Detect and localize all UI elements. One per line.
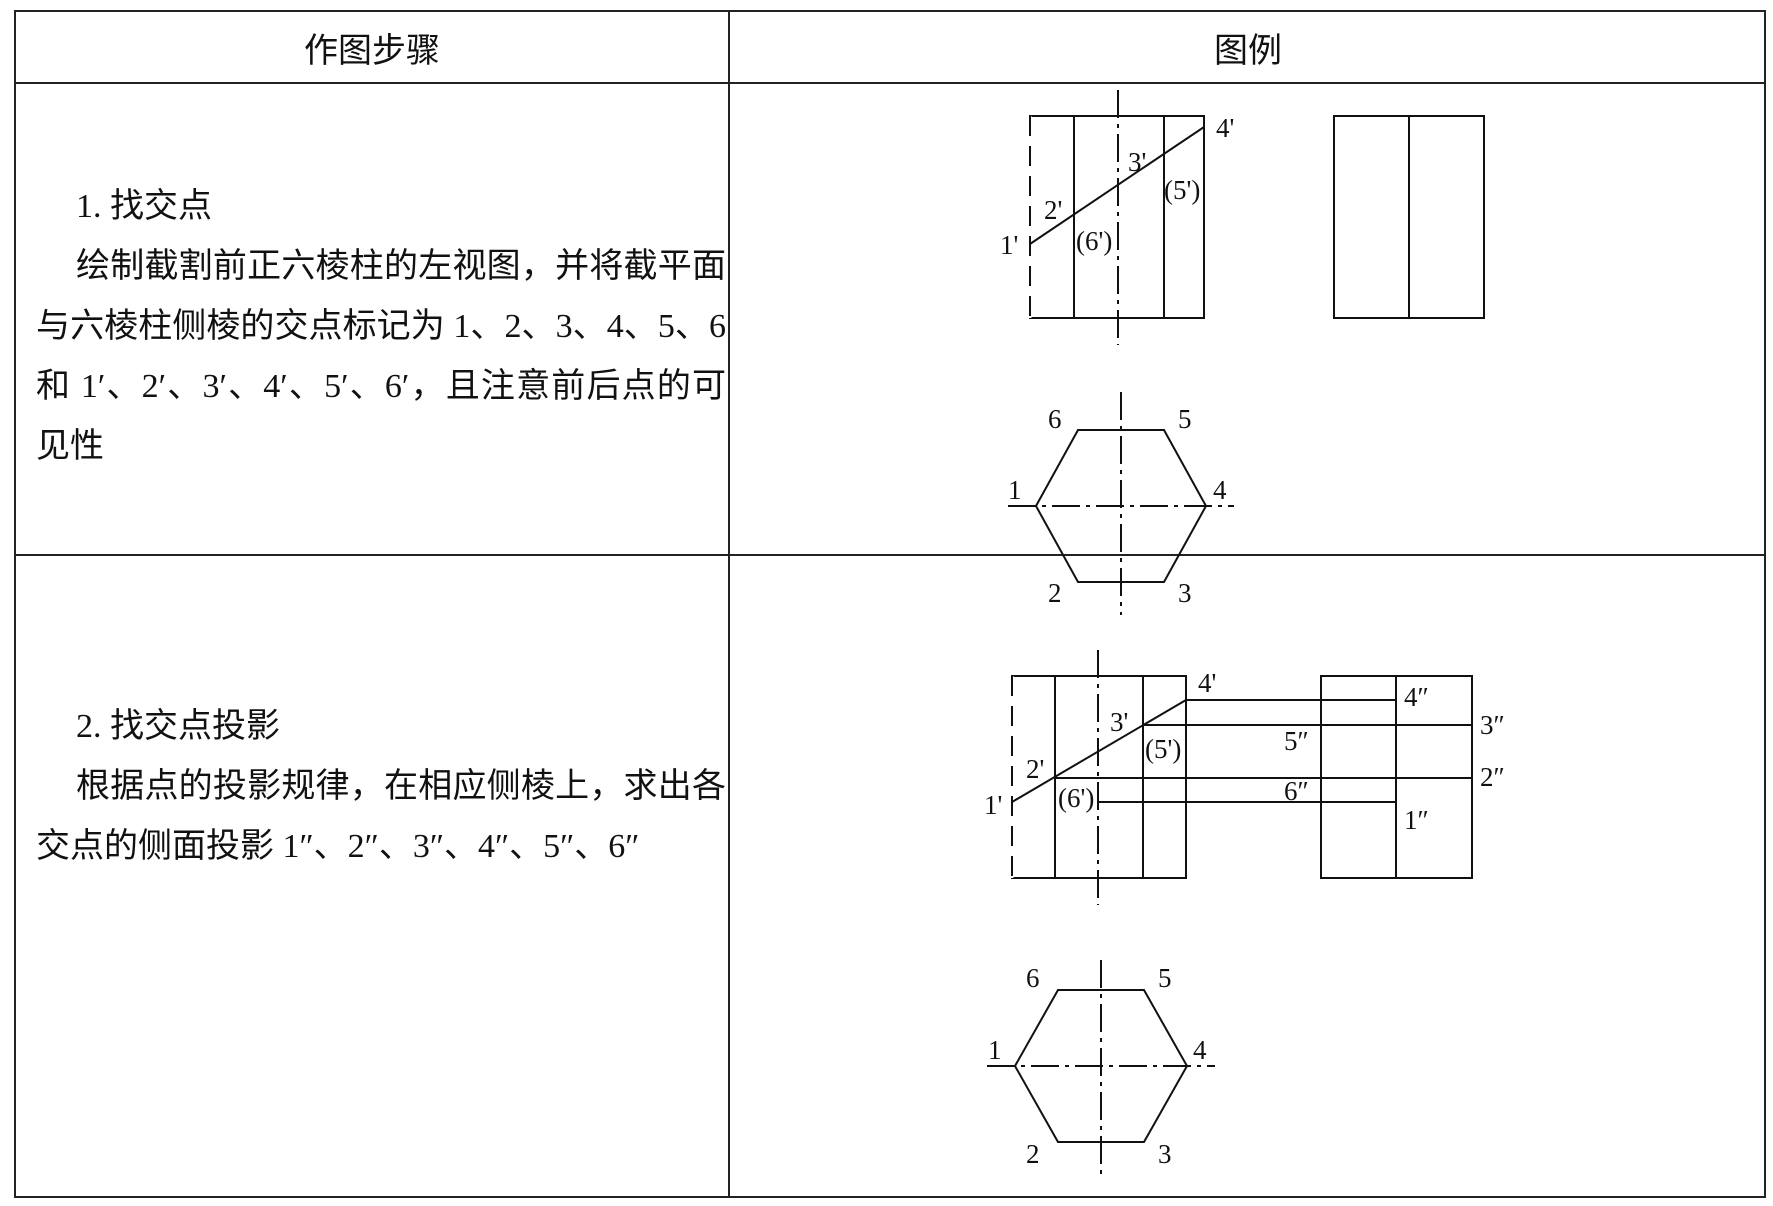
fig2-label-3pp: 3″ xyxy=(1480,710,1505,740)
fig1-top-label-2: 2 xyxy=(1048,578,1062,608)
step-2-title: 2. 找交点投影 xyxy=(76,708,280,745)
fig2-top-label-6: 6 xyxy=(1026,963,1040,993)
fig2-label-4p: 4' xyxy=(1198,668,1216,698)
fig2-label-1pp: 1″ xyxy=(1404,805,1429,835)
fig1-label-6p: (6') xyxy=(1076,226,1112,256)
fig1-front-view xyxy=(1028,90,1205,345)
step-1-body: 绘制截割前正六棱柱的左视图，并将截平面与六棱柱侧棱的交点标记为 1、2、3、4、… xyxy=(36,248,726,465)
fig1-top-view xyxy=(1008,392,1234,615)
fig2-label-4pp: 4″ xyxy=(1404,682,1429,712)
fig2-label-3p: 3' xyxy=(1110,707,1128,737)
fig1-side-view xyxy=(1333,115,1485,319)
fig2-label-6p: (6') xyxy=(1058,783,1094,813)
header-figures: 图例 xyxy=(1214,32,1282,70)
fig2-label-2p: 2' xyxy=(1026,754,1044,784)
fig1-top-label-4: 4 xyxy=(1213,475,1227,505)
fig2-top-label-4: 4 xyxy=(1193,1035,1207,1065)
fig2-top-label-2: 2 xyxy=(1026,1139,1040,1169)
fig2-label-1p: 1' xyxy=(984,790,1002,820)
fig1-label-4p: 4' xyxy=(1216,113,1234,143)
fig1-label-1p: 1' xyxy=(1000,230,1018,260)
fig2-top-label-1: 1 xyxy=(988,1035,1002,1065)
fig1-top-label-6: 6 xyxy=(1048,404,1062,434)
fig1-label-5p: (5') xyxy=(1164,175,1200,205)
construction-table: 作图步骤 图例 1. 找交点 绘制截割前正六棱柱的左视图，并将截平面与六棱柱侧棱… xyxy=(14,10,1766,1198)
fig2-cutting-line xyxy=(1011,699,1187,803)
header-divider xyxy=(16,82,1764,84)
fig2-label-5pp: 5″ xyxy=(1284,726,1309,756)
step-1-title: 1. 找交点 xyxy=(76,188,212,225)
fig1-label-2p: 2' xyxy=(1044,195,1062,225)
step-1-text: 1. 找交点 绘制截割前正六棱柱的左视图，并将截平面与六棱柱侧棱的交点标记为 1… xyxy=(36,177,726,477)
fig2-top-label-3: 3 xyxy=(1158,1139,1172,1169)
fig2-label-6pp: 6″ xyxy=(1284,776,1309,806)
column-divider xyxy=(728,12,730,1196)
fig1-label-3p: 3' xyxy=(1128,147,1146,177)
header-steps: 作图步骤 xyxy=(304,32,440,70)
fig2-top-view xyxy=(987,960,1215,1175)
fig1-top-label-1: 1 xyxy=(1008,475,1022,505)
fig1-cutting-line xyxy=(1029,126,1205,245)
fig2-label-2pp: 2″ xyxy=(1480,762,1505,792)
fig2-projection-lines xyxy=(1055,699,1472,803)
step-2-body: 根据点的投影规律，在相应侧棱上，求出各交点的侧面投影 1″、2″、3″、4″、5… xyxy=(36,768,726,865)
fig2-top-label-5: 5 xyxy=(1158,963,1172,993)
row-divider xyxy=(16,554,1764,556)
step-2-text: 2. 找交点投影 根据点的投影规律，在相应侧棱上，求出各交点的侧面投影 1″、2… xyxy=(36,697,726,877)
fig1-top-label-5: 5 xyxy=(1178,404,1192,434)
figure-2: 1' 2' 3' 4' (5') (6') 1″ 2″ 3″ 4″ 5″ 6″ … xyxy=(984,650,1505,1175)
fig1-top-label-3: 3 xyxy=(1178,578,1192,608)
figure-1: 1' 2' 3' 4' (5') (6') 1 2 3 4 5 6 xyxy=(1000,90,1485,615)
fig2-label-5p: (5') xyxy=(1145,734,1181,764)
